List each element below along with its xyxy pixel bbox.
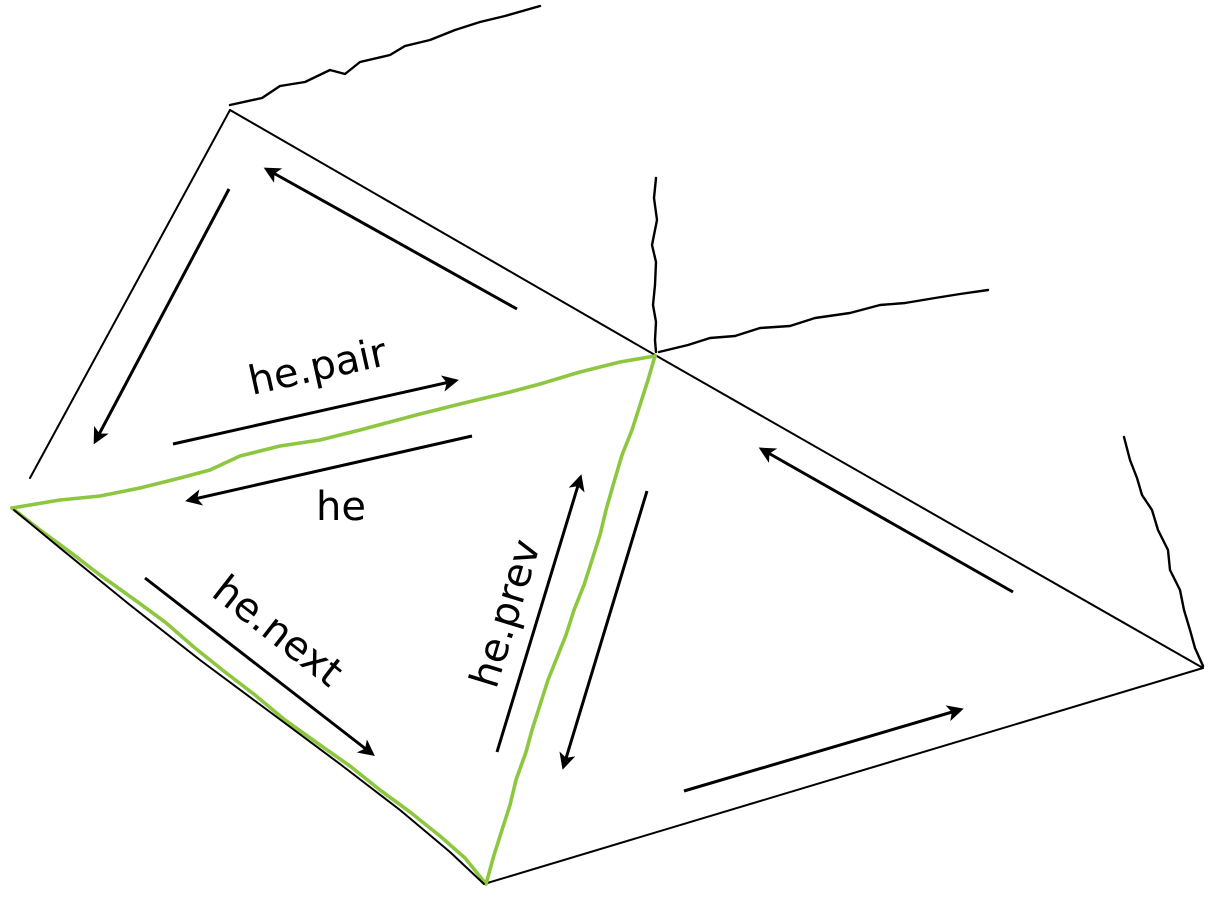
- edge-top-left: [29, 109, 231, 479]
- stub-top-left: [228, 4, 542, 107]
- arrow-he: [185, 434, 473, 506]
- arrow-he-pair: [172, 375, 459, 446]
- highlight-prev-edge: [484, 354, 657, 886]
- stub-right: [657, 288, 990, 354]
- arrow-top-left-face-top: [263, 167, 518, 311]
- stub-vertical: [650, 176, 659, 354]
- label-he-next: he.next: [204, 567, 352, 696]
- edge-top: [229, 109, 656, 356]
- stub-far-right: [1122, 435, 1205, 668]
- highlight-next-edge: [10, 506, 488, 886]
- arrow-right-face-left: [559, 490, 649, 770]
- label-he: he: [316, 484, 366, 530]
- label-he-pair: he.pair: [244, 329, 391, 404]
- arrow-right-face-top: [758, 447, 1014, 594]
- arrow-he-prev: [495, 474, 585, 753]
- arrow-top-left-face-left: [93, 188, 231, 445]
- mesh-edges: [29, 109, 1204, 885]
- half-edge-arrows: [93, 167, 1014, 793]
- edge-next-shadow: [13, 509, 485, 885]
- arrow-right-face-bottom: [683, 705, 964, 793]
- half-edge-labels: he.pair he he.next he.prev: [204, 329, 550, 696]
- arrow-he-next: [144, 576, 375, 757]
- edge-bottom-right: [483, 667, 1204, 885]
- mesh-stubs: [228, 4, 1205, 668]
- highlight-he-edge: [10, 354, 657, 510]
- edge-right-upper: [654, 354, 1204, 669]
- highlighted-face: [10, 354, 657, 886]
- label-he-prev: he.prev: [462, 534, 550, 693]
